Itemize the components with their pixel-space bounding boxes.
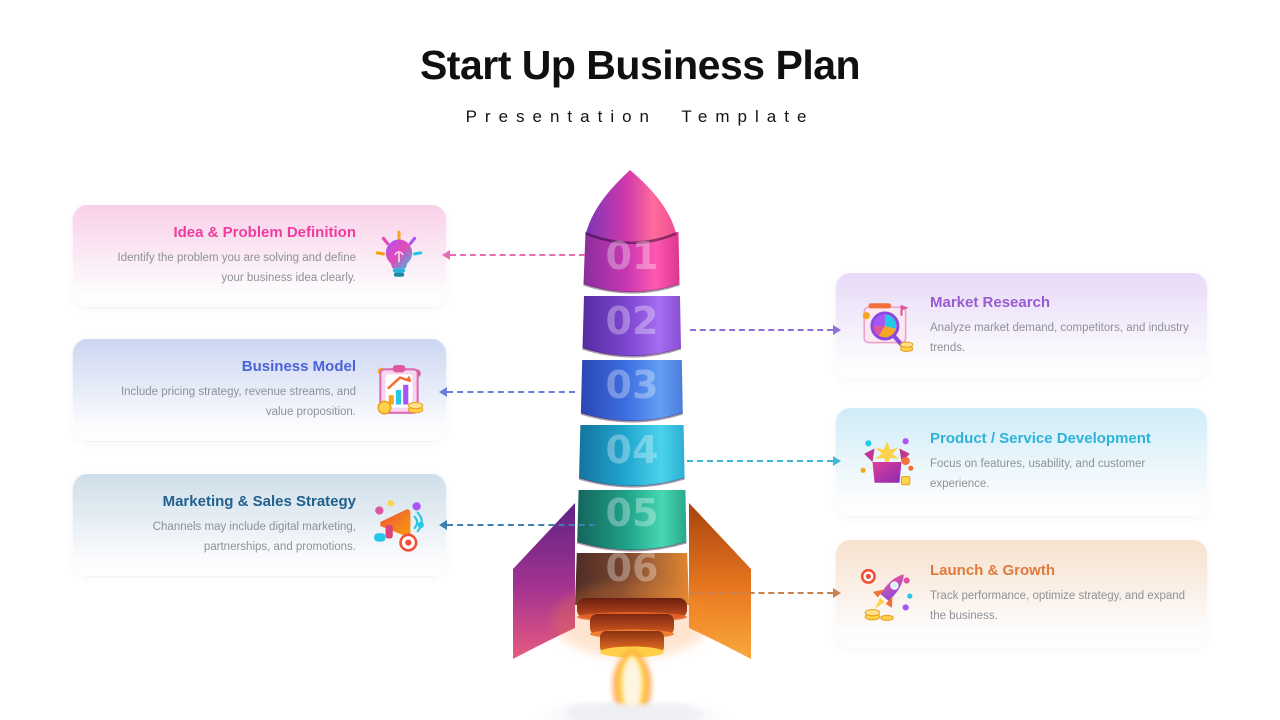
rocket-step-number: 05 — [606, 491, 659, 535]
rocket-icon — [858, 565, 916, 623]
magnifier-chart-icon — [858, 297, 916, 355]
card-title: Launch & Growth — [930, 562, 1055, 580]
card-title: Market Research — [930, 294, 1051, 312]
card-title: Product / Service Development — [930, 430, 1151, 448]
rocket-smoke — [542, 702, 722, 720]
rocket-nozzle — [577, 598, 687, 658]
connector-step-05 — [439, 520, 595, 530]
rocket-step-number: 01 — [606, 234, 659, 278]
page-subtitle: Presentation Template — [465, 107, 815, 126]
connector-step-01 — [442, 250, 585, 260]
rocket-step-number: 03 — [606, 363, 659, 407]
giftbox-icon — [858, 433, 916, 491]
card-description: Analyze market demand, competitors, and … — [930, 322, 1189, 354]
rocket-illustration: 01 02 03 04 05 06 — [495, 165, 765, 720]
megaphone-icon — [370, 496, 428, 554]
clipboard-chart-icon — [370, 361, 428, 419]
arrow-right-icon — [833, 325, 841, 335]
card-idea-problem-definition: Idea & Problem Definition Identify the p… — [72, 204, 447, 308]
arrow-right-icon — [833, 588, 841, 598]
card-description: Focus on features, usability, and custom… — [930, 458, 1146, 490]
connector-step-06 — [690, 588, 841, 598]
lightbulb-icon — [370, 227, 428, 285]
arrow-right-icon — [833, 456, 841, 466]
rocket-nose — [586, 170, 676, 242]
card-marketing-sales-strategy: Marketing & Sales Strategy Channels may … — [72, 473, 447, 577]
card-description: Track performance, optimize strategy, an… — [930, 590, 1186, 622]
card-description: Channels may include digital marketing, … — [152, 521, 356, 553]
card-title: Idea & Problem Definition — [173, 224, 356, 242]
rocket-step-number: 04 — [606, 428, 659, 472]
card-description: Identify the problem you are solving and… — [117, 252, 356, 284]
card-title: Marketing & Sales Strategy — [162, 493, 356, 511]
connector-step-03 — [439, 387, 575, 397]
connector-step-04 — [687, 456, 841, 466]
rocket-step-number: 02 — [606, 299, 659, 343]
connector-step-02 — [690, 325, 841, 335]
rocket-flame — [612, 650, 652, 717]
card-launch-growth: Launch & Growth Track performance, optim… — [835, 539, 1208, 649]
arrow-left-icon — [439, 520, 447, 530]
page-title: Start Up Business Plan — [419, 42, 861, 88]
card-title: Business Model — [241, 358, 356, 376]
card-product-service-development: Product / Service Development Focus on f… — [835, 407, 1208, 517]
card-description: Include pricing strategy, revenue stream… — [120, 386, 356, 418]
card-business-model: Business Model Include pricing strategy,… — [72, 338, 447, 442]
arrow-left-icon — [439, 387, 447, 397]
card-market-research: Market Research Analyze market demand, c… — [835, 272, 1208, 380]
arrow-left-icon — [442, 250, 450, 260]
